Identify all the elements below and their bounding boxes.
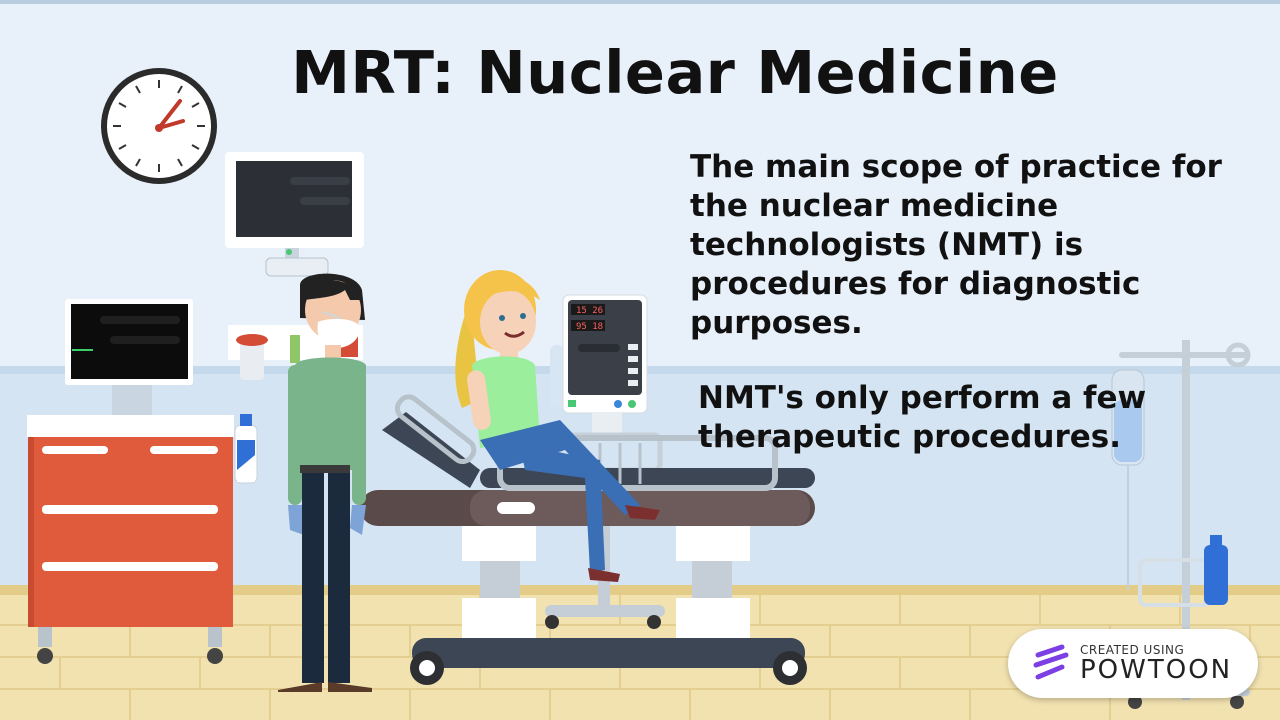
watermark-small-label: CREATED USING bbox=[1080, 643, 1185, 657]
medical-cart bbox=[27, 414, 258, 664]
ceiling-line bbox=[0, 0, 1280, 4]
monitor-reading-1: 15 26 bbox=[576, 306, 603, 316]
wall-monitor-upper bbox=[225, 152, 364, 277]
vitals-monitor: 15 26 95 18 bbox=[550, 294, 648, 438]
monitor-reading-2: 95 18 bbox=[576, 322, 603, 332]
watermark-brand: POWTOON bbox=[1080, 655, 1233, 685]
cart-monitor bbox=[65, 299, 193, 415]
paragraph-therapeutic: NMT's only perform a few therapeutic pro… bbox=[698, 380, 1147, 455]
floor-edge bbox=[0, 585, 1280, 595]
patient-figure bbox=[455, 270, 660, 582]
iv-pole bbox=[1111, 340, 1251, 709]
slide-title: MRT: Nuclear Medicine bbox=[291, 38, 1059, 107]
powtoon-logo-icon bbox=[1033, 644, 1069, 680]
wall-clock-icon bbox=[101, 68, 217, 184]
doctor-figure bbox=[278, 273, 372, 692]
powtoon-watermark[interactable] bbox=[1008, 629, 1258, 698]
paragraph-scope: The main scope of practice for the nucle… bbox=[690, 149, 1222, 341]
slide-body: The main scope of practice for the nucle… bbox=[690, 148, 1275, 457]
